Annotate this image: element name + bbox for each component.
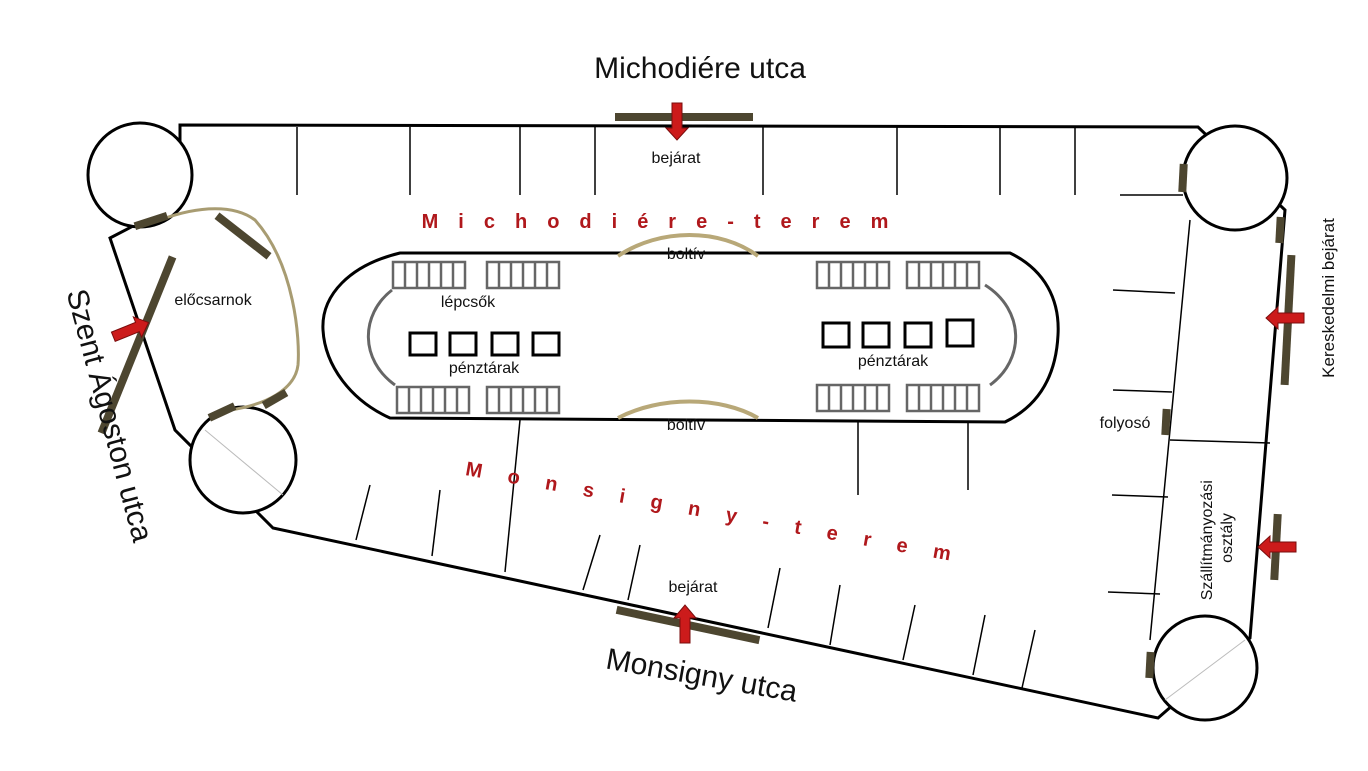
inner-curve-left (366, 288, 396, 387)
cashier-booth (821, 321, 851, 349)
central-island (321, 251, 1060, 424)
arch-north (616, 233, 760, 258)
cashier-booth (490, 331, 520, 357)
door (1275, 216, 1285, 244)
tower-divider (1164, 639, 1246, 701)
street-north: Michodiére utca (594, 52, 806, 85)
cashier-booth (903, 321, 933, 349)
corner-tower-nw (86, 121, 194, 229)
cashier-booths (408, 318, 975, 357)
label-stairs: lépcsők (441, 294, 496, 311)
label-cashiers-right: pénztárak (858, 353, 929, 370)
east-partitions (1107, 194, 1271, 641)
room-shipping: Szállítmányozási osztály (1199, 476, 1236, 601)
south-partitions (355, 419, 1036, 689)
stairs-block (391, 260, 467, 290)
cashier-booth (408, 331, 438, 357)
tower-divider (204, 429, 284, 496)
stairs-block (815, 383, 891, 413)
stairs-block (905, 383, 981, 413)
stairs-block (815, 260, 891, 290)
hall-south: Monsigny-terem (464, 458, 978, 570)
door (97, 255, 177, 435)
stairs-block (905, 260, 981, 290)
arrow-south-entrance (672, 604, 698, 644)
arrow-east-shipping (1257, 534, 1297, 560)
stairs-block (395, 385, 471, 415)
door (133, 211, 169, 231)
label-cashiers-left: pénztárak (449, 360, 520, 377)
door (1145, 651, 1155, 679)
cashier-booth (861, 321, 891, 349)
north-partitions (296, 127, 1076, 195)
label-arch-south: boltív (667, 417, 705, 434)
corner-tower-sw (188, 405, 298, 515)
stairs-block (485, 385, 561, 415)
stairs-group (391, 260, 981, 415)
inner-curve-right (984, 283, 1018, 387)
label-arch-north: boltív (667, 246, 705, 263)
label-entrance-north: bejárat (652, 150, 701, 167)
door (615, 113, 753, 121)
door (207, 402, 237, 422)
hall-north: Michodiére-terem (422, 211, 909, 233)
room-shipping-text: Szállítmányozási (1199, 480, 1216, 600)
room-lobby: előcsarnok (174, 292, 252, 309)
corner-tower-ne (1181, 124, 1289, 232)
cashier-booth (945, 318, 975, 348)
door (1161, 408, 1171, 436)
cashier-booth (531, 331, 561, 357)
street-east-commercial-entrance: Kereskedelmi bejárat (1319, 218, 1338, 378)
room-corridor: folyosó (1100, 415, 1151, 432)
stairs-block (485, 260, 561, 290)
arch-south (617, 399, 760, 420)
label-entrance-south: bejárat (669, 579, 718, 596)
arrow-north-entrance (664, 102, 690, 141)
lobby-wall (159, 207, 300, 412)
room-shipping-text-line2: osztály (1219, 513, 1236, 563)
street-south: Monsigny utca (604, 643, 801, 709)
door (261, 389, 289, 409)
door (1178, 163, 1188, 193)
corner-tower-se (1151, 614, 1259, 722)
door (214, 212, 272, 260)
cashier-booth (448, 331, 478, 357)
entrance-arrows (110, 102, 1305, 644)
arrow-west-entrance (110, 315, 150, 343)
arrow-east-commercial (1265, 305, 1305, 331)
